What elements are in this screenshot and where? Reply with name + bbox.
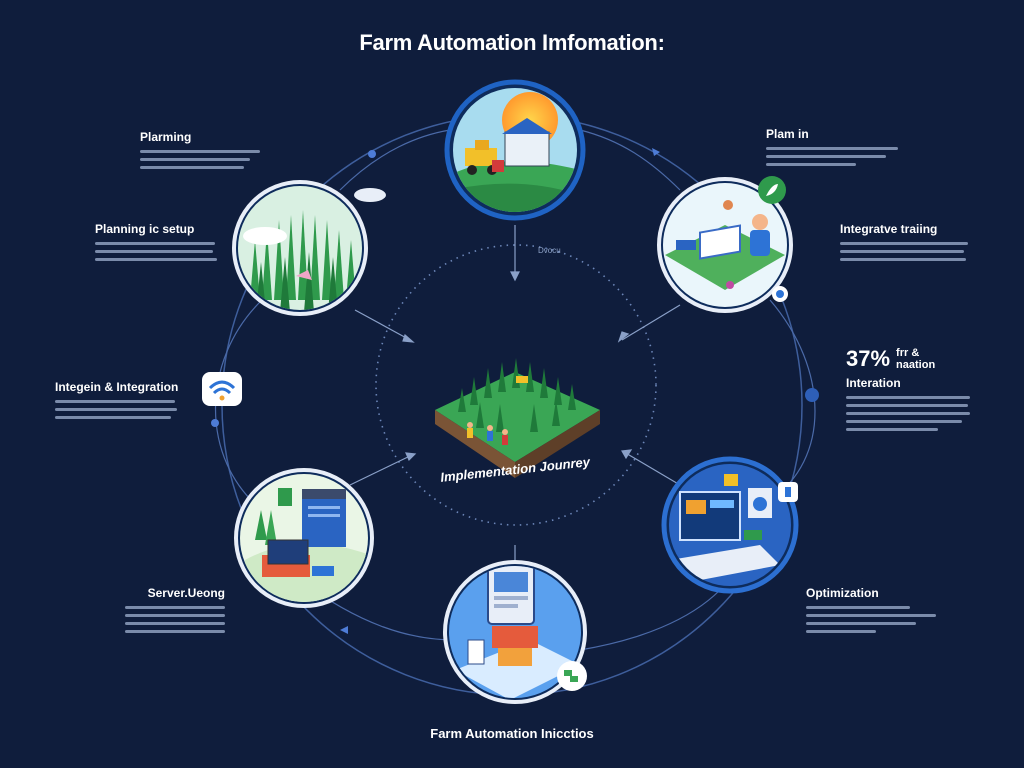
placeholder-lines xyxy=(95,242,255,261)
node-bottom-right xyxy=(661,456,799,594)
block-heading: Interation xyxy=(846,376,901,390)
block-plan-in: Plam in xyxy=(766,127,926,166)
placeholder-lines xyxy=(846,396,1006,431)
ring-arrow xyxy=(652,148,660,156)
footer-caption: Farm Automation Inicctios xyxy=(430,726,594,741)
arc-bottom-right xyxy=(579,589,721,651)
ring-arrow xyxy=(340,626,348,634)
page-title: Farm Automation Imfomation: xyxy=(359,30,665,55)
block-training: Integratve traiing xyxy=(840,222,1000,261)
node-center xyxy=(435,358,600,478)
ring-marker xyxy=(211,419,219,427)
block-heading: Integratve traiing xyxy=(840,222,938,236)
field-island-icon xyxy=(435,358,600,478)
stage-marker: Dvocu xyxy=(538,246,561,255)
server-laptop-icon xyxy=(240,474,368,602)
crop-field-icon xyxy=(238,186,362,310)
training-person-icon xyxy=(663,183,787,307)
block-heading: Optimization xyxy=(806,586,879,600)
node-bottom-left xyxy=(234,468,374,608)
block-interation: 37% frr & naation Interation xyxy=(846,346,1006,431)
placeholder-lines xyxy=(766,147,926,166)
arc-left xyxy=(215,299,263,511)
placeholder-lines xyxy=(140,150,300,169)
placeholder-lines xyxy=(55,400,215,419)
inner-dotted-ring xyxy=(375,244,657,526)
node-bottom xyxy=(443,560,587,704)
block-server: Server.Ueong xyxy=(125,586,285,633)
placeholder-lines xyxy=(806,606,966,633)
arc-top-left xyxy=(339,129,451,191)
cloud-icon xyxy=(354,188,386,202)
ring-marker xyxy=(368,150,376,158)
laptop-dashboard-icon xyxy=(669,464,791,586)
placeholder-lines xyxy=(840,242,1000,261)
block-heading: Server.Ueong xyxy=(147,586,225,600)
wifi-icon xyxy=(202,372,242,406)
node-top-left xyxy=(232,180,386,316)
block-heading: Integein & Integration xyxy=(55,380,179,394)
ring-marker xyxy=(805,388,819,402)
arc-top-right xyxy=(579,129,681,191)
node-top-right xyxy=(657,176,793,313)
placeholder-lines xyxy=(125,606,285,633)
block-heading: Plam in xyxy=(766,127,809,141)
block-heading: Plarming xyxy=(140,130,192,144)
farm-truck-icon xyxy=(465,118,552,175)
connector-arrows xyxy=(349,225,681,585)
block-optimization: Optimization xyxy=(806,586,966,633)
block-heading: Planning ic setup xyxy=(95,222,195,236)
node-top xyxy=(444,79,586,221)
block-planning-setup: Planning ic setup xyxy=(95,222,255,261)
block-integration: Integein & Integration xyxy=(55,380,215,419)
stat-percent: 37% xyxy=(846,346,891,371)
block-planning: Plarming xyxy=(140,130,300,169)
stat-suffix: frr & naation xyxy=(896,347,936,371)
